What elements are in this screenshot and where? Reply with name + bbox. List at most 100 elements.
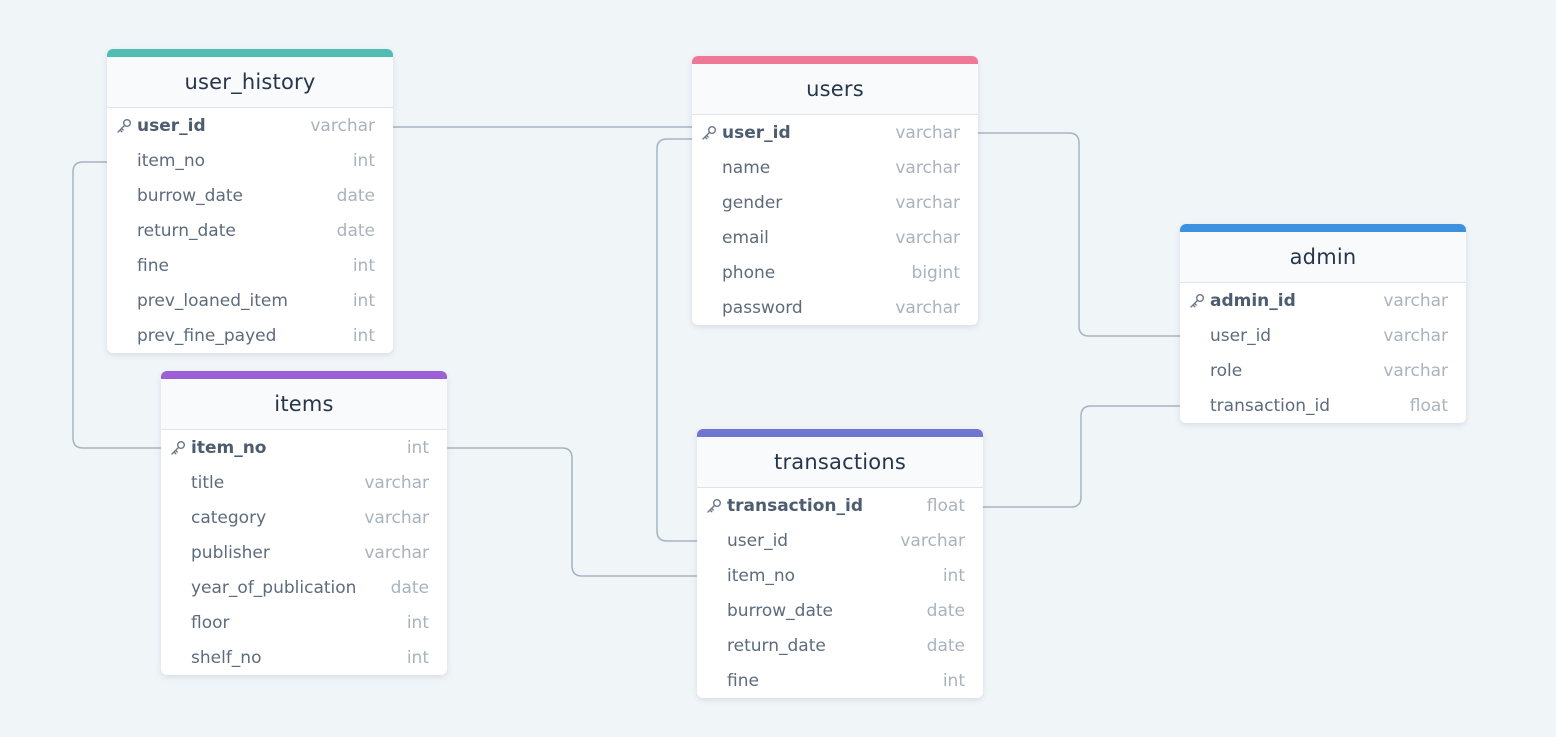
field-type: bigint <box>911 262 960 283</box>
field-name: burrow_date <box>727 600 834 621</box>
table-title[interactable]: user_history <box>107 57 393 108</box>
key-icon <box>1190 294 1204 308</box>
relationship-line-user_history-items[interactable] <box>72 161 161 449</box>
field-row[interactable]: fine int <box>107 248 393 283</box>
primary-key-field-row[interactable]: user_id varchar <box>692 115 978 150</box>
field-row[interactable]: name varchar <box>692 150 978 185</box>
field-type: int <box>406 647 429 668</box>
field-name: prev_fine_payed <box>137 325 277 346</box>
field-row[interactable]: shelf_no int <box>161 640 447 675</box>
field-type: date <box>926 600 965 621</box>
field-name: prev_loaned_item <box>137 290 288 311</box>
field-type: varchar <box>895 157 960 178</box>
field-row[interactable]: prev_loaned_item int <box>107 283 393 318</box>
field-name: shelf_no <box>191 647 262 668</box>
field-type: int <box>352 150 375 171</box>
field-name: admin_id <box>1210 290 1296 311</box>
field-row[interactable]: return_date date <box>107 213 393 248</box>
field-type: int <box>406 612 429 633</box>
field-row[interactable]: password varchar <box>692 290 978 325</box>
field-name: gender <box>722 192 783 213</box>
field-type: varchar <box>1383 290 1448 311</box>
field-row[interactable]: item_no int <box>697 558 983 593</box>
field-type: int <box>942 565 965 586</box>
field-type: int <box>942 670 965 691</box>
field-type: int <box>352 325 375 346</box>
primary-key-field-row[interactable]: user_id varchar <box>107 108 393 143</box>
table-color-bar <box>692 56 978 64</box>
table-title[interactable]: items <box>161 379 447 430</box>
table-title[interactable]: users <box>692 64 978 115</box>
field-type: date <box>336 220 375 241</box>
field-type: int <box>352 290 375 311</box>
key-icon <box>117 119 131 133</box>
field-name: name <box>722 157 771 178</box>
field-name: fine <box>137 255 169 276</box>
field-row[interactable]: prev_fine_payed int <box>107 318 393 353</box>
relationship-line-transactions-admin[interactable] <box>983 405 1180 508</box>
field-name: transaction_id <box>727 495 863 516</box>
field-name: item_no <box>727 565 796 586</box>
field-row[interactable]: gender varchar <box>692 185 978 220</box>
field-row[interactable]: phone bigint <box>692 255 978 290</box>
field-name: role <box>1210 360 1243 381</box>
key-icon <box>171 441 185 455</box>
field-type: date <box>336 185 375 206</box>
field-type: date <box>926 635 965 656</box>
field-type: varchar <box>895 192 960 213</box>
relationship-line-items-transactions[interactable] <box>447 447 697 577</box>
relationship-line-users-transactions[interactable] <box>656 138 697 542</box>
table-title[interactable]: transactions <box>697 437 983 488</box>
field-name: password <box>722 297 803 318</box>
table-color-bar <box>1180 224 1466 232</box>
table-title[interactable]: admin <box>1180 232 1466 283</box>
field-type: varchar <box>364 472 429 493</box>
field-name: category <box>191 507 267 528</box>
primary-key-field-row[interactable]: item_no int <box>161 430 447 465</box>
field-name: user_id <box>137 115 206 136</box>
field-type: int <box>406 437 429 458</box>
table-color-bar <box>107 49 393 57</box>
field-type: varchar <box>310 115 375 136</box>
field-row[interactable]: return_date date <box>697 628 983 663</box>
field-name: user_id <box>722 122 791 143</box>
field-name: phone <box>722 262 776 283</box>
field-type: varchar <box>895 122 960 143</box>
field-name: burrow_date <box>137 185 244 206</box>
relationship-line-users-admin[interactable] <box>978 132 1180 337</box>
field-type: varchar <box>895 297 960 318</box>
field-row[interactable]: burrow_date date <box>697 593 983 628</box>
field-type: int <box>352 255 375 276</box>
field-name: return_date <box>137 220 236 241</box>
table-color-bar <box>697 429 983 437</box>
field-name: user_id <box>1210 325 1272 346</box>
primary-key-field-row[interactable]: admin_id varchar <box>1180 283 1466 318</box>
field-type: date <box>390 577 429 598</box>
key-icon <box>707 499 721 513</box>
field-name: return_date <box>727 635 826 656</box>
field-type: varchar <box>364 542 429 563</box>
field-row[interactable]: burrow_date date <box>107 178 393 213</box>
field-name: transaction_id <box>1210 395 1331 416</box>
field-name: item_no <box>191 437 267 458</box>
